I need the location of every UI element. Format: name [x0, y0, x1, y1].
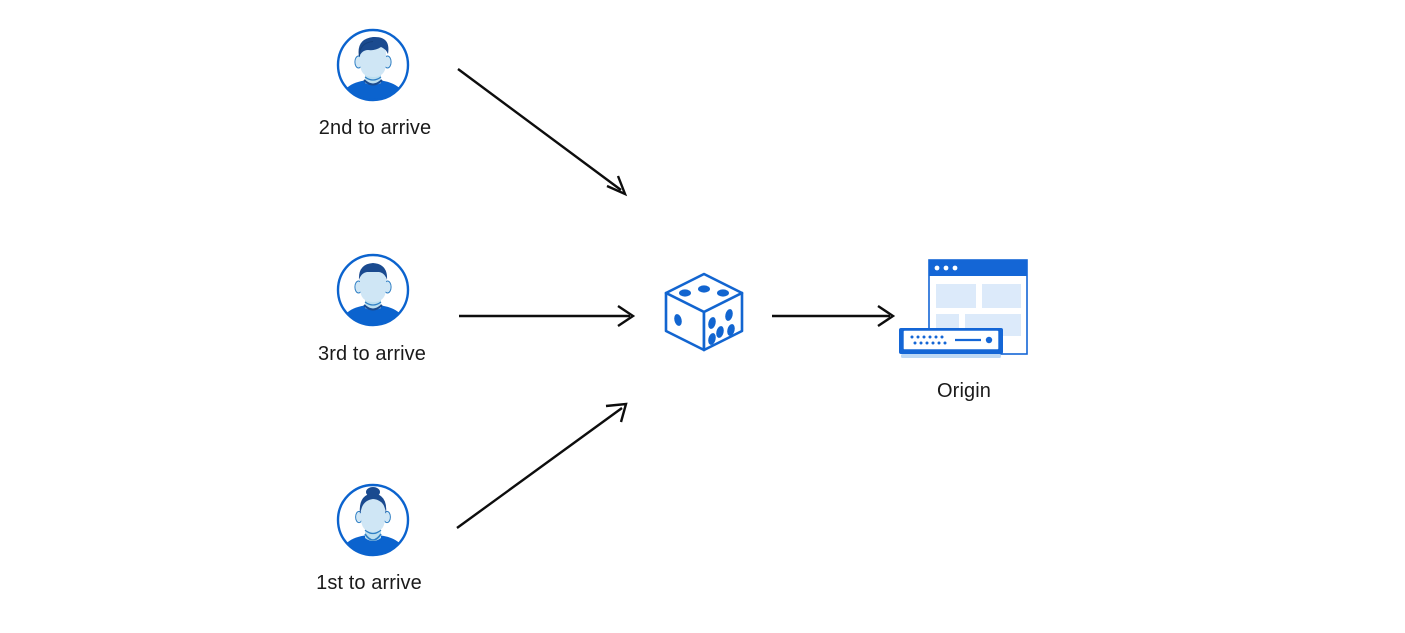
arrow-dice-to-origin — [772, 305, 896, 327]
arrow-1st-to-dice — [456, 402, 628, 529]
lottery-dice[interactable] — [657, 268, 751, 362]
client-avatar-3rd[interactable] — [335, 252, 411, 328]
client-label-3rd: 3rd to arrive — [317, 343, 427, 365]
user-avatar-icon — [336, 28, 410, 102]
arrow-2nd-to-dice — [457, 68, 628, 197]
client-label-1st: 1st to arrive — [316, 572, 422, 594]
client-avatar-2nd[interactable] — [335, 27, 411, 103]
server-device-icon — [899, 328, 1003, 358]
user-avatar-icon — [336, 483, 410, 557]
arrow-3rd-to-dice — [459, 305, 636, 327]
origin-label: Origin — [937, 380, 991, 402]
origin-node[interactable] — [893, 256, 1043, 366]
origin-server-icon — [899, 259, 1028, 358]
user-avatar-icon — [336, 253, 410, 327]
dice-cube-icon — [664, 272, 744, 352]
client-avatar-1st[interactable] — [335, 482, 411, 558]
client-label-2nd: 2nd to arrive — [318, 117, 432, 139]
